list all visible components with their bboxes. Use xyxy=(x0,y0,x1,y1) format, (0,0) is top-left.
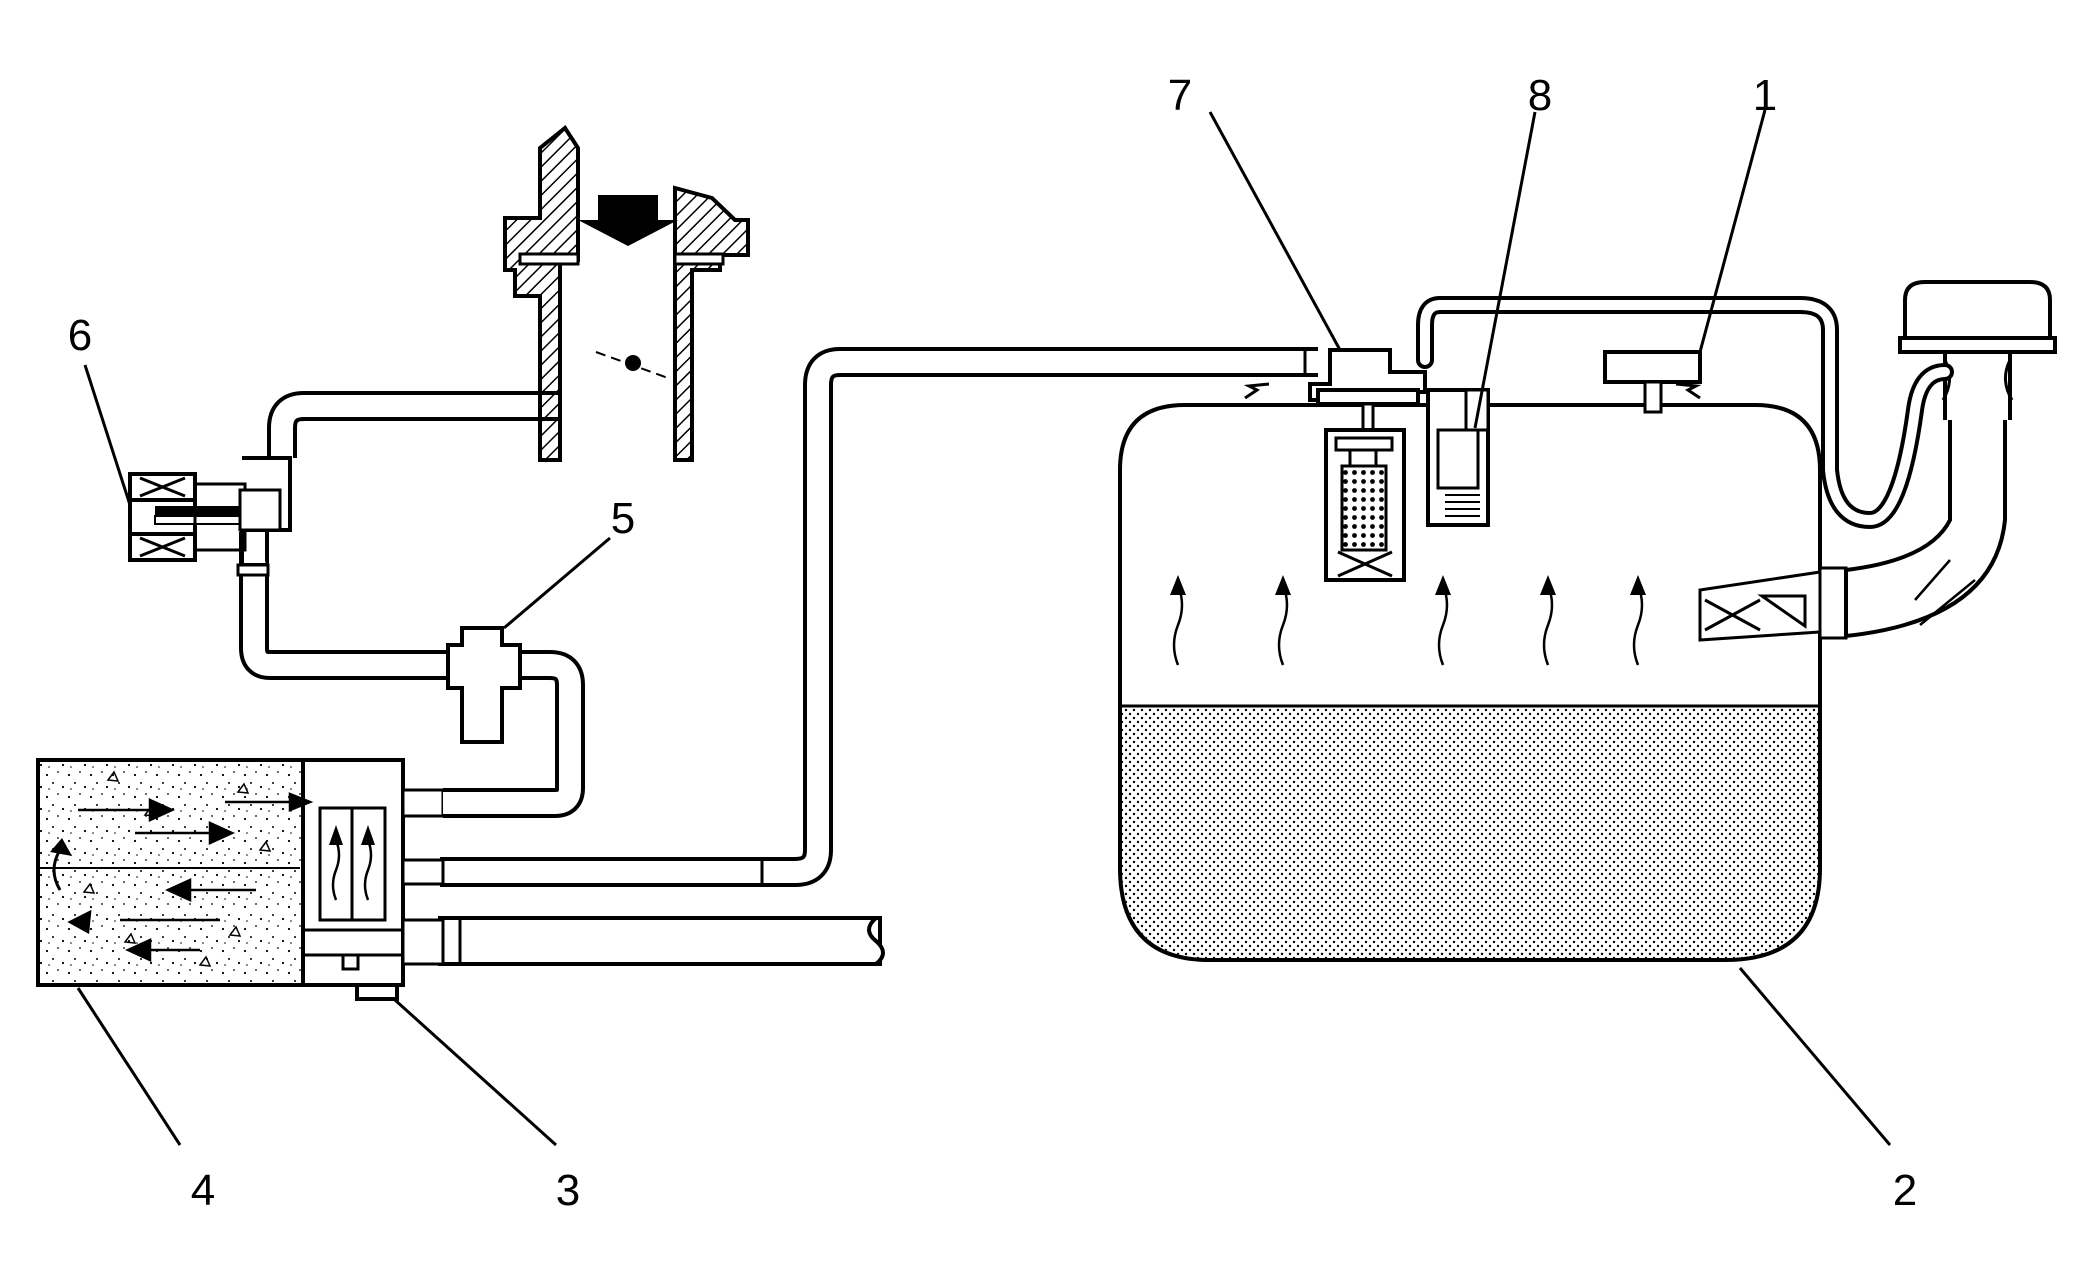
callout-4: 4 xyxy=(191,1166,215,1215)
callout-1: 1 xyxy=(1753,71,1777,120)
vapor-arrows xyxy=(1172,584,1644,666)
callout-labels: 1 2 3 4 5 6 7 8 xyxy=(68,71,1917,1215)
callout-6: 6 xyxy=(68,311,92,360)
fresh-air-tube xyxy=(438,916,885,966)
callout-3: 3 xyxy=(556,1166,580,1215)
throttle-body xyxy=(503,125,750,462)
rollover-valve xyxy=(1603,350,1702,414)
callout-7: 7 xyxy=(1168,71,1192,120)
purge-solenoid xyxy=(128,456,292,577)
evap-canister xyxy=(36,758,405,1001)
callout-5: 5 xyxy=(611,494,635,543)
callout-8: 8 xyxy=(1528,71,1552,120)
fuel-tank-pressure-sensor xyxy=(1426,388,1490,527)
callout-2: 2 xyxy=(1893,1166,1917,1215)
fuel-limit-vent-valve xyxy=(1308,348,1427,582)
filler-neck xyxy=(1844,280,2057,639)
leader-lines xyxy=(76,109,1892,1147)
fuel-cap xyxy=(1898,280,2057,354)
purge-check-valve xyxy=(446,626,522,744)
fuel-tank xyxy=(1118,382,1848,962)
